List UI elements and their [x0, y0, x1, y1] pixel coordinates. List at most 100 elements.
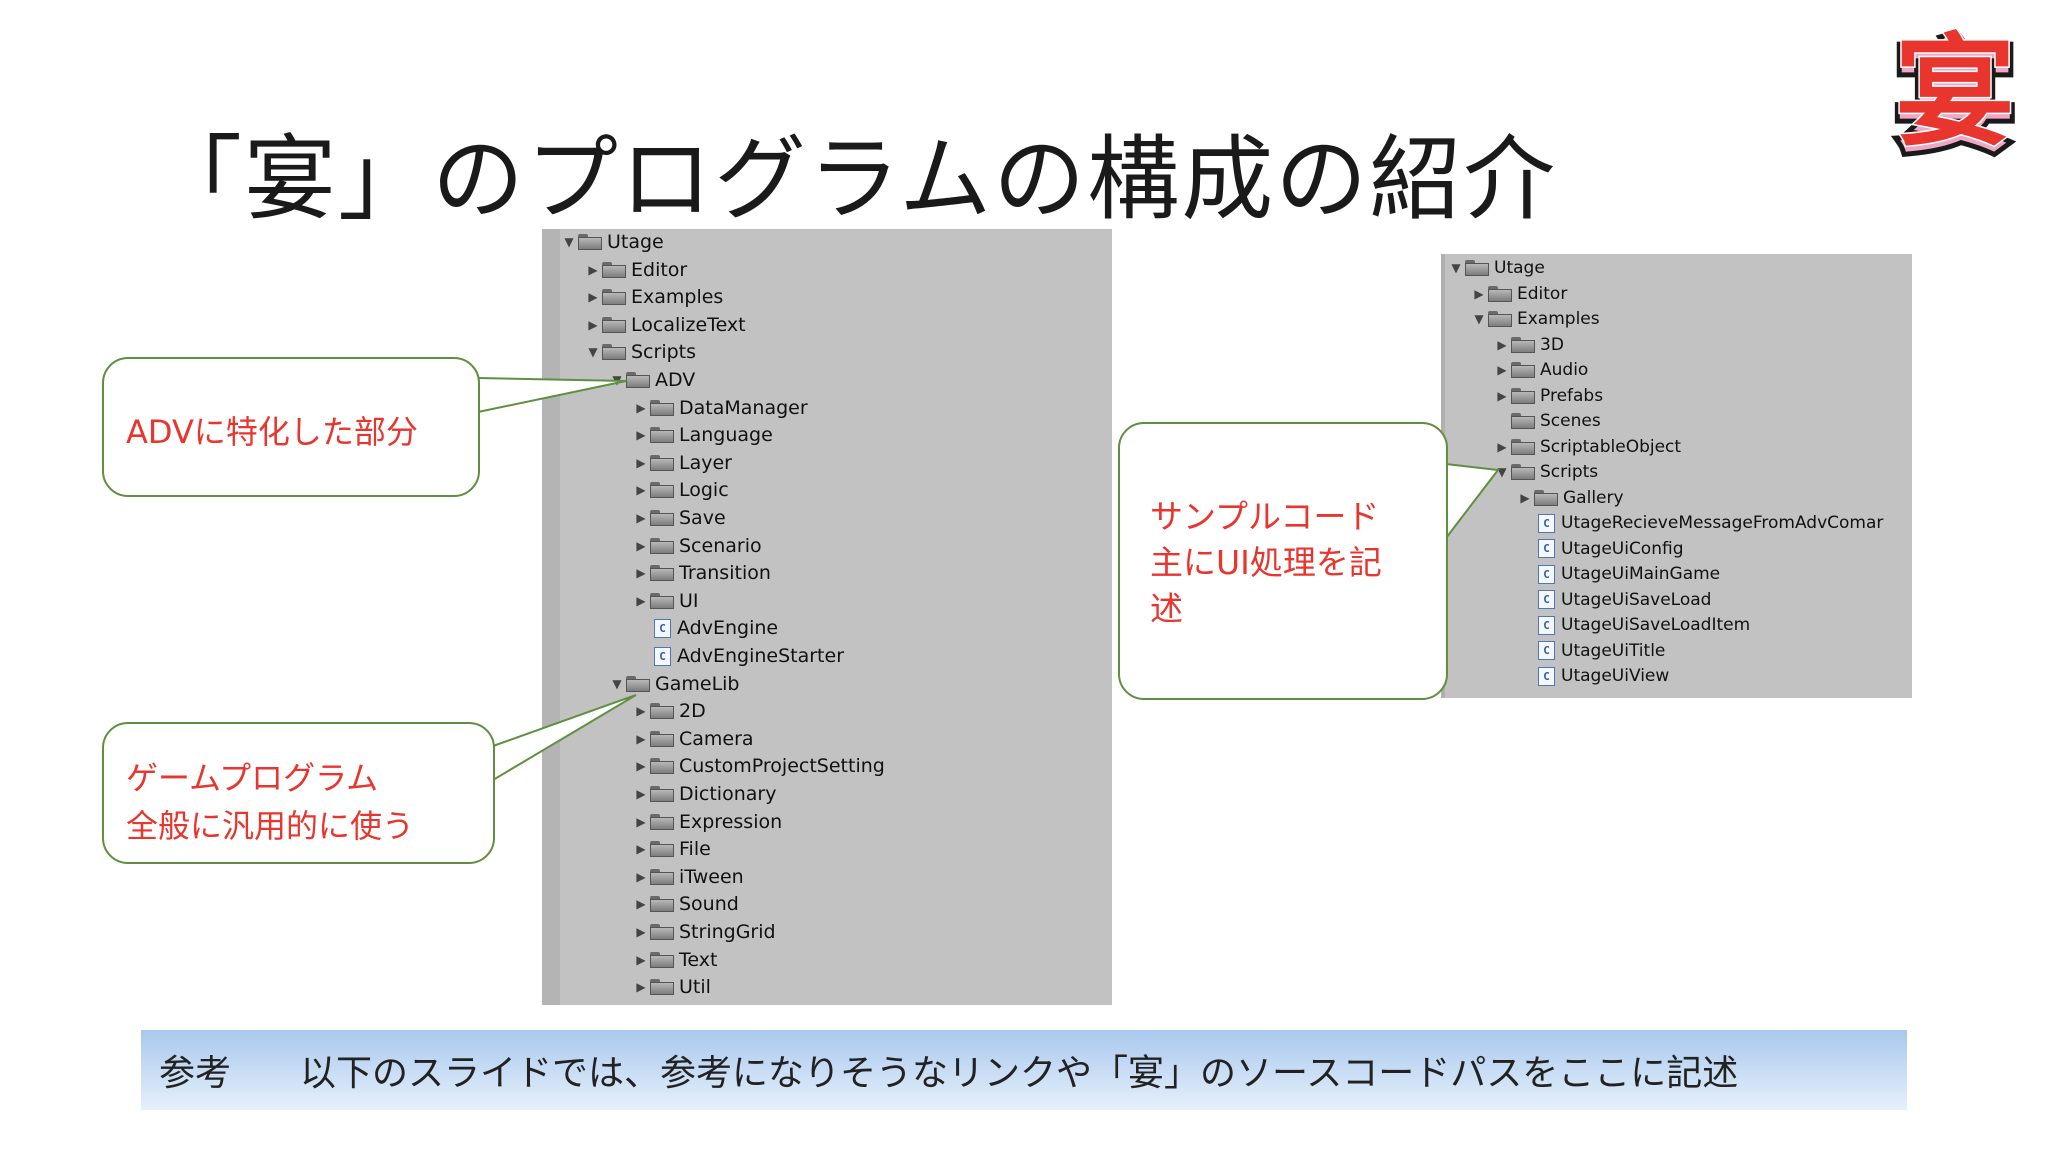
- collapse-arrow-icon[interactable]: ▶: [1497, 337, 1507, 352]
- tree-item-folder[interactable]: ▶ScriptableObject: [1495, 435, 1681, 459]
- collapse-arrow-icon[interactable]: ▶: [636, 814, 646, 829]
- folder-icon: [650, 592, 674, 609]
- expand-arrow-icon[interactable]: ▼: [1451, 261, 1461, 275]
- collapse-arrow-icon[interactable]: ▶: [1520, 490, 1530, 505]
- tree-item-label: Prefabs: [1540, 385, 1604, 406]
- tree-item-folder[interactable]: ▼Scripts: [586, 339, 696, 365]
- tree-item-folder[interactable]: ▶LocalizeText: [586, 312, 745, 338]
- tree-item-label: Sound: [679, 893, 739, 916]
- expand-arrow-icon[interactable]: ▼: [1474, 312, 1484, 326]
- collapse-arrow-icon[interactable]: ▶: [1497, 439, 1507, 454]
- collapse-arrow-icon[interactable]: ▶: [636, 593, 646, 608]
- tree-item-folder[interactable]: ▼Examples: [1472, 307, 1599, 331]
- tree-item-folder[interactable]: ▶Editor: [586, 257, 687, 283]
- folder-icon: [650, 510, 674, 526]
- collapse-arrow-icon[interactable]: ▶: [636, 925, 646, 939]
- collapse-arrow-icon[interactable]: ▶: [636, 455, 646, 470]
- tree-item-folder[interactable]: ▶ CustomProjectSetting: [634, 753, 885, 779]
- collapse-arrow-icon[interactable]: ▶: [636, 897, 646, 912]
- collapse-arrow-icon[interactable]: ▶: [636, 538, 646, 553]
- tree-item-label: UtageUiSaveLoad: [1561, 589, 1712, 610]
- tree-item-folder[interactable]: ▶Language: [634, 422, 772, 448]
- tree-item-label: Utage: [607, 231, 664, 253]
- tree-item-folder[interactable]: ▶File: [634, 836, 710, 862]
- tree-item-script[interactable]: C UtageUiSaveLoad: [1518, 588, 1711, 612]
- collapse-arrow-icon[interactable]: ▶: [636, 483, 646, 498]
- tree-item-folder[interactable]: ▶Util: [634, 974, 711, 1000]
- collapse-arrow-icon[interactable]: ▶: [588, 290, 598, 305]
- folder-icon: [650, 399, 674, 416]
- collapse-arrow-icon[interactable]: ▶: [636, 511, 646, 525]
- tree-item-label: Text: [679, 948, 718, 971]
- folder-icon: [650, 813, 674, 830]
- tree-item-folder[interactable]: ▶Scenario: [634, 533, 761, 559]
- tree-item-folder[interactable]: ▶Layer: [634, 450, 732, 476]
- tree-item-folder[interactable]: ▶StringGrid: [634, 919, 775, 945]
- tree-item-folder[interactable]: ▼ Scripts: [1495, 460, 1598, 484]
- collapse-arrow-icon[interactable]: ▶: [636, 869, 646, 884]
- collapse-arrow-icon[interactable]: ▶: [636, 842, 646, 857]
- collapse-arrow-icon[interactable]: ▶: [1497, 388, 1507, 403]
- tree-item-folder[interactable]: ▶iTween: [634, 864, 743, 890]
- expand-arrow-icon[interactable]: ▼: [612, 676, 622, 691]
- tree-item-folder[interactable]: ▶ Prefabs: [1495, 384, 1603, 408]
- tree-item-label: Scripts: [1540, 462, 1599, 482]
- collapse-arrow-icon[interactable]: ▶: [636, 980, 646, 995]
- tree-item-folder[interactable]: ▶Logic: [634, 477, 728, 503]
- tree-item-folder[interactable]: ▶Gallery: [1518, 486, 1623, 510]
- tree-item-folder[interactable]: ▼ADV: [610, 367, 695, 393]
- collapse-arrow-icon[interactable]: ▶: [636, 759, 646, 774]
- tree-item-folder[interactable]: ▶DataManager: [634, 395, 807, 421]
- tree-item-folder[interactable]: ▶ Text: [634, 947, 717, 973]
- tree-item-folder[interactable]: ▶Dictionary: [634, 781, 776, 807]
- tree-item-folder[interactable]: ▶UI: [634, 588, 698, 614]
- tree-item-label: CustomProjectSetting: [679, 755, 885, 778]
- tree-item-folder[interactable]: ▶Camera: [634, 726, 753, 752]
- folder-icon: [650, 703, 674, 720]
- collapse-arrow-icon[interactable]: ▶: [636, 566, 646, 581]
- expand-arrow-icon[interactable]: ▼: [1497, 465, 1507, 479]
- collapse-arrow-icon[interactable]: ▶: [588, 262, 598, 277]
- tree-item-folder[interactable]: ▼ Utage: [562, 229, 664, 255]
- reference-label: 参考: [159, 1053, 232, 1094]
- collapse-arrow-icon[interactable]: ▶: [636, 704, 646, 719]
- csharp-script-icon: C: [1538, 590, 1555, 609]
- tree-item-folder[interactable]: ▶ Examples: [586, 284, 723, 310]
- collapse-arrow-icon[interactable]: ▶: [636, 787, 646, 801]
- tree-item-folder[interactable]: ▶2D: [634, 698, 705, 724]
- tree-item-folder[interactable]: ▶3D: [1495, 333, 1564, 357]
- callout-sample-line-1: サンプルコード: [1150, 497, 1380, 536]
- expand-arrow-icon[interactable]: ▼: [612, 373, 622, 387]
- collapse-arrow-icon[interactable]: ▶: [636, 731, 646, 746]
- tree-item-label: Examples: [631, 286, 724, 309]
- tree-item-label: Audio: [1540, 360, 1589, 380]
- tree-item-folder[interactable]: ▶ Audio: [1495, 358, 1588, 382]
- tree-item-folder[interactable]: ▶ Sound: [634, 891, 739, 917]
- collapse-arrow-icon[interactable]: ▶: [636, 428, 646, 443]
- tree-item-folder[interactable]: Scenes: [1495, 409, 1601, 433]
- folder-icon: [1511, 464, 1535, 480]
- collapse-arrow-icon[interactable]: ▶: [636, 952, 646, 967]
- expand-arrow-icon[interactable]: ▼: [564, 235, 574, 249]
- tree-item-folder[interactable]: ▶Expression: [634, 809, 782, 835]
- collapse-arrow-icon[interactable]: ▶: [588, 317, 598, 332]
- collapse-arrow-icon[interactable]: ▶: [636, 400, 646, 415]
- tree-item-folder[interactable]: ▶Transition: [634, 560, 771, 586]
- tree-item-folder[interactable]: ▼Utage: [1449, 256, 1544, 280]
- tree-item-label: UtageUiSaveLoadItem: [1561, 615, 1751, 635]
- tree-item-folder[interactable]: ▶Editor: [1472, 282, 1567, 306]
- tree-item-folder[interactable]: ▶Save: [634, 505, 725, 531]
- expand-arrow-icon[interactable]: ▼: [588, 345, 598, 360]
- folder-icon: [1511, 336, 1535, 353]
- tree-item-folder[interactable]: ▼GameLib: [610, 671, 739, 697]
- collapse-arrow-icon[interactable]: ▶: [1474, 286, 1484, 301]
- collapse-arrow-icon[interactable]: ▶: [1497, 363, 1507, 377]
